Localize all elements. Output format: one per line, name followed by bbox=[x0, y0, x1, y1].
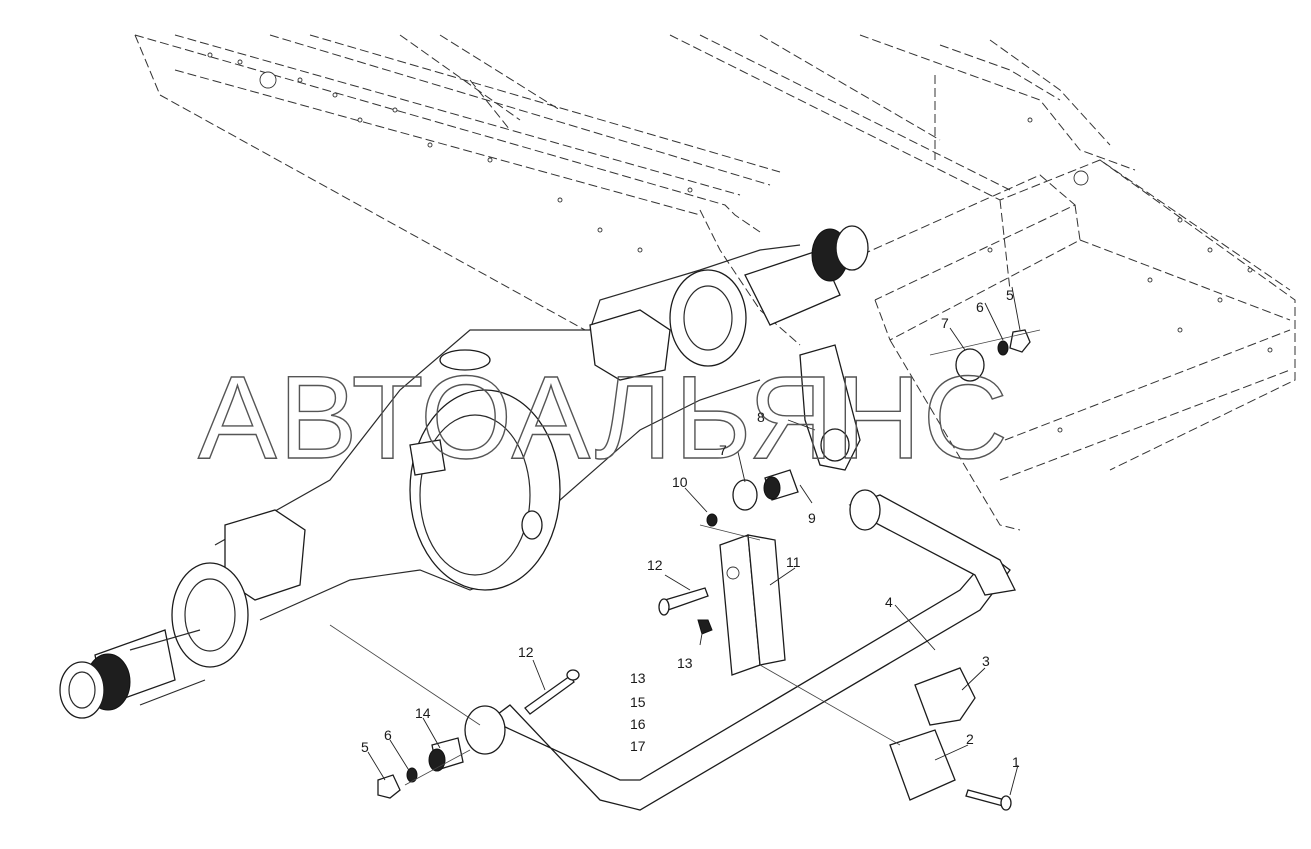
callout-7-middle: 7 bbox=[719, 442, 727, 458]
watermark-text: АВТОАЛЬЯНС bbox=[198, 352, 1010, 484]
stabilizer-bracket-right bbox=[799, 344, 861, 471]
callout-12-lower: 12 bbox=[518, 644, 534, 660]
callout-labels: 1 2 3 4 5 5 6 6 7 7 8 9 10 11 12 12 13 1… bbox=[361, 287, 1020, 770]
hanger-bracket bbox=[719, 534, 786, 676]
callout-6-lower: 6 bbox=[384, 727, 392, 743]
callout-9: 9 bbox=[808, 510, 816, 526]
chassis-frame bbox=[134, 34, 1296, 531]
callout-5-upper: 5 bbox=[1006, 287, 1014, 303]
left-wheel-hub bbox=[59, 562, 249, 719]
callout-15: 15 bbox=[630, 694, 646, 710]
callout-14: 14 bbox=[415, 705, 431, 721]
callout-10: 10 bbox=[672, 474, 688, 490]
axle-housing bbox=[214, 244, 801, 621]
callout-4: 4 bbox=[885, 594, 893, 610]
callout-13-stack: 13 bbox=[630, 670, 646, 686]
leader-lines bbox=[367, 286, 1021, 796]
callout-5-lower: 5 bbox=[361, 739, 369, 755]
right-wheel-hub bbox=[669, 225, 869, 367]
callout-13-upper: 13 bbox=[677, 655, 693, 671]
callout-16: 16 bbox=[630, 716, 646, 732]
callout-2: 2 bbox=[966, 731, 974, 747]
callout-12-upper: 12 bbox=[647, 557, 663, 573]
callout-8: 8 bbox=[757, 409, 765, 425]
callout-7-upper: 7 bbox=[941, 315, 949, 331]
callout-1: 1 bbox=[1012, 754, 1020, 770]
callout-11: 11 bbox=[786, 554, 801, 570]
callout-3: 3 bbox=[982, 653, 990, 669]
callout-17: 17 bbox=[630, 738, 646, 754]
assembly-guide-lines bbox=[329, 329, 1041, 786]
callout-6-upper: 6 bbox=[976, 299, 984, 315]
stabilizer-bar bbox=[464, 489, 1016, 811]
